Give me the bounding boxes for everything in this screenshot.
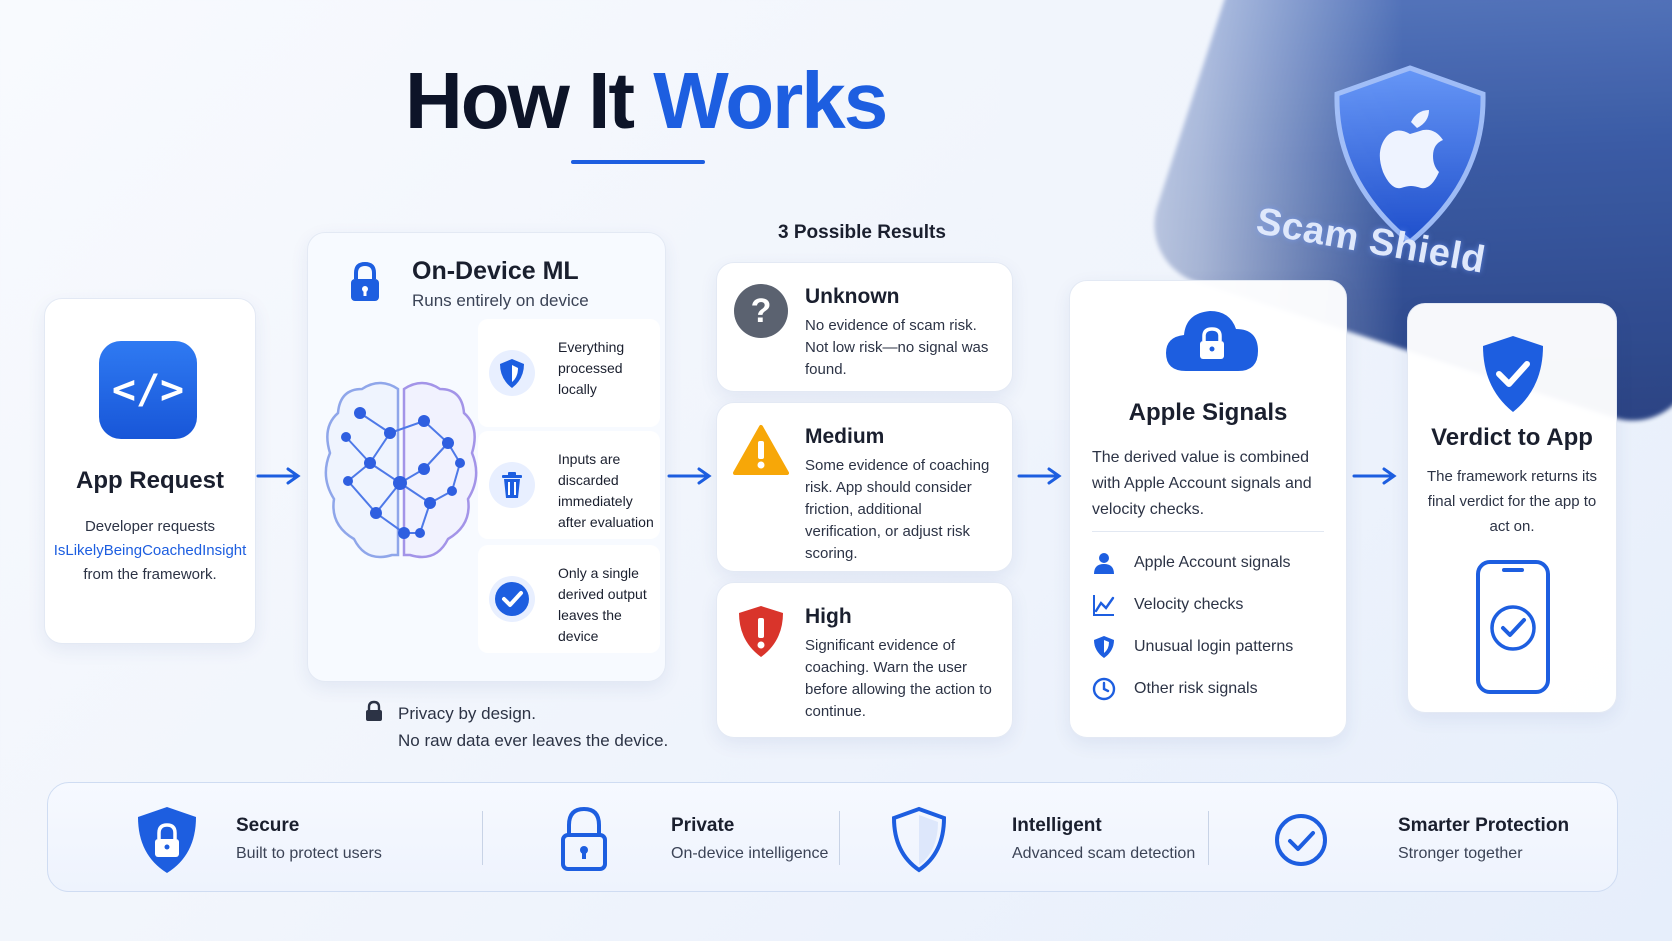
- feature-title: Smarter Protection: [1398, 815, 1569, 837]
- ml-item-processed-locally: Everything processed locally: [478, 319, 660, 427]
- title-accent: Works: [653, 56, 886, 145]
- feature-subtitle: Stronger together: [1398, 845, 1523, 863]
- result-card-unknown: ? Unknown No evidence of scam risk. Not …: [716, 262, 1013, 392]
- verdict-description: The framework returns its final verdict …: [1422, 464, 1602, 539]
- ml-item-text: Only a single derived output leaves the …: [558, 563, 654, 647]
- divider: [839, 811, 840, 865]
- brain-network-icon: [320, 373, 480, 573]
- divider: [1092, 531, 1324, 532]
- signal-label: Apple Account signals: [1134, 554, 1291, 572]
- arrow-right-icon: [1017, 466, 1065, 486]
- signal-label: Unusual login patterns: [1134, 638, 1293, 656]
- question-icon: ?: [733, 283, 789, 339]
- results-heading: 3 Possible Results: [778, 222, 946, 244]
- clock-icon: [1092, 677, 1116, 701]
- api-name: IsLikelyBeingCoachedInsight: [53, 539, 247, 563]
- title-text: How It: [405, 56, 653, 145]
- page-title: How It Works: [405, 55, 886, 147]
- warning-icon: [733, 423, 789, 479]
- check-circle-icon: [488, 575, 536, 623]
- apple-signals-description: The derived value is combined with Apple…: [1092, 445, 1328, 523]
- title-underline: [571, 160, 705, 164]
- ml-item-text: Inputs are discarded immediately after e…: [558, 449, 654, 533]
- check-circle-icon: [1270, 805, 1332, 875]
- lock-icon: [348, 261, 382, 303]
- shield-icon: [1092, 635, 1116, 659]
- app-request-desc-post: from the framework.: [83, 566, 216, 583]
- trash-icon: [488, 461, 536, 509]
- arrow-right-icon: [667, 466, 715, 486]
- ml-item-single-output: Only a single derived output leaves the …: [478, 545, 660, 653]
- chart-line-icon: [1092, 593, 1116, 617]
- feature-title: Intelligent: [1012, 815, 1102, 837]
- signal-label: Other risk signals: [1134, 680, 1258, 698]
- divider: [1208, 811, 1209, 865]
- result-title: High: [805, 605, 852, 629]
- result-text: Some evidence of coaching risk. App shou…: [805, 455, 998, 565]
- shield-icon: [488, 349, 536, 397]
- app-request-card: </> App Request Developer requests IsLik…: [44, 298, 256, 644]
- verdict-title: Verdict to App: [1408, 424, 1616, 452]
- user-icon: [1092, 551, 1116, 575]
- shield-outline-icon: [888, 805, 950, 875]
- shield-check-icon: [1479, 334, 1547, 414]
- footer-features: Secure Built to protect users Private On…: [47, 782, 1618, 892]
- result-title: Medium: [805, 425, 884, 449]
- svg-text:?: ?: [751, 292, 772, 330]
- alert-shield-icon: [733, 603, 789, 659]
- feature-title: Secure: [236, 815, 299, 837]
- on-device-ml-card: On-Device ML Runs entirely on device Eve…: [307, 232, 666, 682]
- code-icon: </>: [99, 341, 197, 439]
- on-device-ml-subtitle: Runs entirely on device: [412, 291, 589, 311]
- phone-check-icon: [1474, 558, 1552, 696]
- result-card-high: High Significant evidence of coaching. W…: [716, 582, 1013, 738]
- lock-shield-icon: [136, 805, 198, 875]
- padlock-icon: [553, 805, 615, 875]
- apple-signals-title: Apple Signals: [1070, 399, 1346, 427]
- cloud-lock-icon: [1164, 305, 1260, 375]
- app-request-description: Developer requests IsLikelyBeingCoachedI…: [53, 515, 247, 587]
- ml-item-inputs-discarded: Inputs are discarded immediately after e…: [478, 431, 660, 539]
- feature-subtitle: Built to protect users: [236, 845, 382, 863]
- privacy-line1: Privacy by design.: [398, 700, 668, 727]
- divider: [482, 811, 483, 865]
- verdict-card: Verdict to App The framework returns its…: [1407, 303, 1617, 713]
- feature-title: Private: [671, 815, 734, 837]
- signal-label: Velocity checks: [1134, 596, 1243, 614]
- app-request-title: App Request: [45, 467, 255, 495]
- feature-subtitle: Advanced scam detection: [1012, 845, 1195, 863]
- result-text: Significant evidence of coaching. Warn t…: [805, 635, 998, 723]
- privacy-line2: No raw data ever leaves the device.: [398, 727, 668, 754]
- ml-item-text: Everything processed locally: [558, 337, 654, 400]
- result-title: Unknown: [805, 285, 900, 309]
- on-device-ml-title: On-Device ML: [412, 257, 579, 286]
- apple-signals-card: Apple Signals The derived value is combi…: [1069, 280, 1347, 738]
- lock-icon: [365, 700, 383, 722]
- app-request-desc-pre: Developer requests: [85, 518, 215, 535]
- result-card-medium: Medium Some evidence of coaching risk. A…: [716, 402, 1013, 572]
- feature-subtitle: On-device intelligence: [671, 845, 828, 863]
- arrow-right-icon: [1352, 466, 1400, 486]
- arrow-right-icon: [256, 466, 304, 486]
- privacy-note: Privacy by design. No raw data ever leav…: [398, 700, 668, 754]
- result-text: No evidence of scam risk. Not low risk—n…: [805, 315, 998, 381]
